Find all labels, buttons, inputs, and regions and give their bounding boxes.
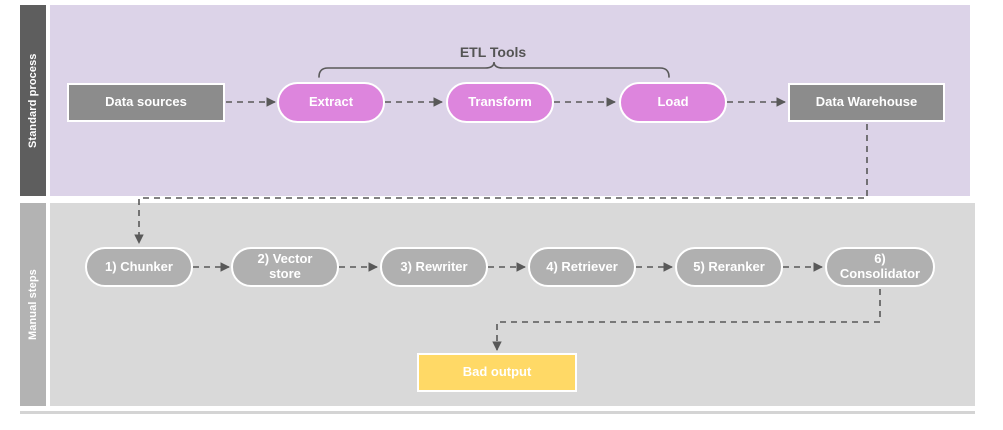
node-data-warehouse-label: Data Warehouse bbox=[815, 94, 918, 110]
node-chunker-label: 1) Chunker bbox=[105, 258, 173, 274]
lane-label-standard-process: Standard process bbox=[20, 5, 46, 196]
node-consolidator-label-line1: 6) bbox=[874, 251, 886, 267]
node-rewriter-label: 3) Rewriter bbox=[400, 258, 468, 274]
node-vector-store-label-line1: 2) Vector bbox=[257, 251, 313, 267]
node-extract[interactable]: Extract bbox=[277, 82, 385, 123]
node-extract-label: Extract bbox=[308, 94, 354, 110]
node-load[interactable]: Load bbox=[619, 82, 727, 123]
node-chunker[interactable]: 1) Chunker bbox=[85, 247, 193, 287]
node-reranker[interactable]: 5) Reranker bbox=[675, 247, 783, 287]
node-transform-label: Transform bbox=[468, 94, 532, 110]
node-consolidator-label: 6) Consolidator bbox=[840, 252, 920, 281]
lane-label-manual-steps: Manual steps bbox=[20, 203, 46, 406]
lane-label-manual-steps-text: Manual steps bbox=[27, 269, 39, 340]
node-data-warehouse[interactable]: Data Warehouse bbox=[788, 83, 945, 122]
node-vector-store-label-line2: store bbox=[269, 266, 301, 281]
node-bad-output-label: Bad output bbox=[462, 364, 532, 380]
node-retriever-label: 4) Retriever bbox=[546, 258, 618, 274]
node-retriever[interactable]: 4) Retriever bbox=[528, 247, 636, 287]
bottom-divider-rule bbox=[20, 411, 975, 414]
node-bad-output[interactable]: Bad output bbox=[417, 353, 577, 392]
node-rewriter[interactable]: 3) Rewriter bbox=[380, 247, 488, 287]
node-data-sources-label: Data sources bbox=[105, 94, 187, 110]
node-consolidator-label-line2: Consolidator bbox=[839, 266, 921, 281]
lane-label-standard-process-text: Standard process bbox=[27, 53, 39, 148]
node-load-label: Load bbox=[657, 94, 689, 110]
node-vector-store[interactable]: 2) Vector store bbox=[231, 247, 339, 287]
node-data-sources[interactable]: Data sources bbox=[67, 83, 225, 122]
node-reranker-label: 5) Reranker bbox=[693, 258, 765, 274]
node-vector-store-label: 2) Vector store bbox=[258, 252, 313, 281]
etl-tools-annotation-label: ETL Tools bbox=[459, 44, 527, 60]
node-consolidator[interactable]: 6) Consolidator bbox=[825, 247, 935, 287]
node-transform[interactable]: Transform bbox=[446, 82, 554, 123]
